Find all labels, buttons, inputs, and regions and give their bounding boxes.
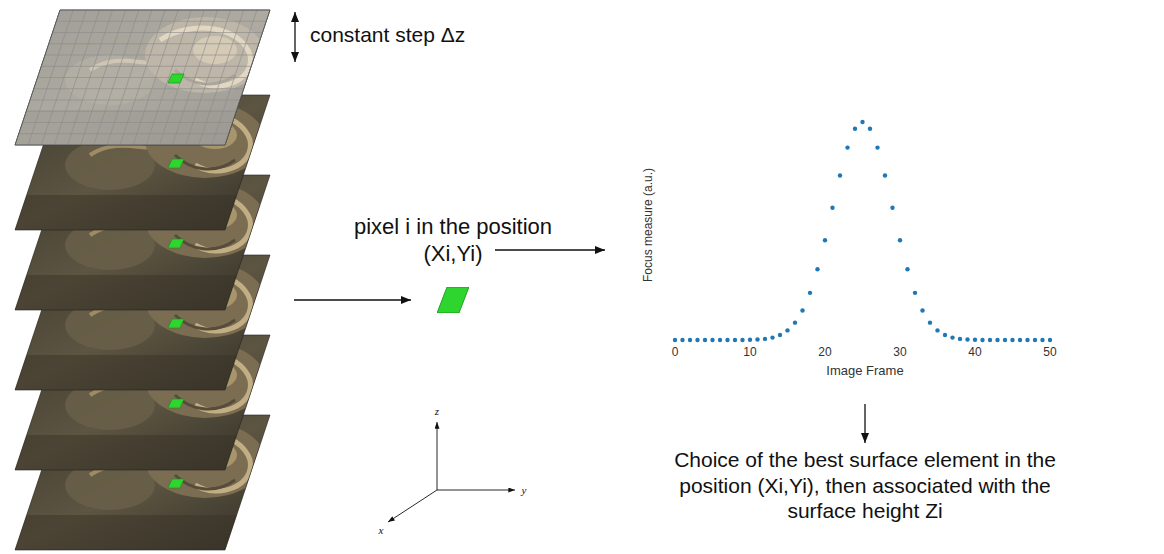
- axis-title: Focus measure (a.u.): [641, 168, 655, 282]
- focus-dot: [808, 291, 812, 295]
- grid-line: [186, 10, 231, 145]
- focus-dot: [770, 335, 774, 339]
- tick-label: 0: [672, 345, 679, 359]
- tick-label: 20: [818, 345, 831, 359]
- tick-label: 10: [743, 345, 756, 359]
- pixel-mark: [168, 74, 184, 83]
- grid-overlay: [15, 10, 270, 145]
- slice-outline: [15, 10, 270, 145]
- focus-dot: [958, 337, 962, 341]
- focus-dot: [913, 291, 917, 295]
- focus-dot: [868, 127, 872, 131]
- focus-dot: [725, 338, 729, 342]
- grid-line: [120, 10, 165, 145]
- pixel-grid: [15, 10, 270, 145]
- grid-line: [199, 10, 244, 145]
- focus-dot: [1048, 338, 1052, 342]
- flow-arrow: [495, 249, 605, 250]
- focus-dot: [815, 267, 819, 271]
- grid-line: [159, 10, 204, 145]
- pixel-shape: [437, 287, 469, 313]
- axis-letter: z: [435, 405, 439, 417]
- grid-line: [146, 10, 191, 145]
- image-stack: constant step Δz: [5, 5, 290, 550]
- axis-triad: [388, 422, 515, 522]
- focus-dot: [1003, 338, 1007, 342]
- focus-dot: [988, 338, 992, 342]
- grid-line: [94, 10, 139, 145]
- focus-dot: [793, 320, 797, 324]
- focus-dot: [928, 320, 932, 324]
- focus-dot: [1018, 338, 1022, 342]
- focus-dot: [838, 173, 842, 177]
- focus-dot: [965, 337, 969, 341]
- focus-dot: [673, 338, 677, 342]
- focus-dot: [935, 328, 939, 332]
- axis-letter: x: [379, 524, 384, 536]
- pixel-shape: [437, 287, 469, 313]
- grid-line: [28, 10, 73, 145]
- focus-dot: [688, 338, 692, 342]
- grid-line: [212, 10, 257, 145]
- image-slice: [0, 10, 280, 150]
- focus-dot: [800, 308, 804, 312]
- focus-dot: [1033, 338, 1037, 342]
- focus-dot: [845, 145, 849, 149]
- step-label: constant step Δz: [310, 23, 465, 47]
- focus-dot: [740, 338, 744, 342]
- flow-arrow: [864, 404, 865, 443]
- step-arrow: [294, 12, 295, 62]
- focus-dot: [1025, 338, 1029, 342]
- focus-curve: [673, 120, 1052, 342]
- focus-dot: [680, 338, 684, 342]
- focus-dot: [830, 206, 834, 210]
- focus-chart: Focus measure (a.u.) Image Frame: [625, 100, 1070, 400]
- pixel-label: pixel i in the position (Xi,Yi): [338, 214, 568, 267]
- focus-dot: [823, 238, 827, 242]
- grid-line: [68, 10, 113, 145]
- focus-dot: [763, 337, 767, 341]
- focus-dot: [995, 338, 999, 342]
- focus-dot: [755, 337, 759, 341]
- focus-dot: [703, 338, 707, 342]
- focus-dot: [748, 338, 752, 342]
- focus-dot: [920, 308, 924, 312]
- flow-arrow: [294, 299, 411, 300]
- focus-dot: [860, 120, 864, 124]
- axis-letter: y: [522, 484, 527, 496]
- focus-dot: [883, 173, 887, 177]
- focus-dot: [710, 338, 714, 342]
- focus-dot: [853, 127, 857, 131]
- gridded-slice: [0, 10, 280, 150]
- tick-label: 50: [1043, 345, 1056, 359]
- focus-dot: [718, 338, 722, 342]
- focus-dot: [695, 338, 699, 342]
- focus-dot: [898, 238, 902, 242]
- result-text: Choice of the best surface element in th…: [645, 447, 1085, 528]
- focus-dot: [973, 338, 977, 342]
- focus-dot: [785, 328, 789, 332]
- pixel-element: pixel i in the position (Xi,Yi): [437, 287, 469, 313]
- grid-line: [107, 10, 152, 145]
- tick-label: 40: [968, 345, 981, 359]
- grid-line: [41, 10, 86, 145]
- grid-line: [81, 10, 126, 145]
- focus-dot: [905, 267, 909, 271]
- focus-dot: [950, 335, 954, 339]
- tick-label: 30: [893, 345, 906, 359]
- focus-dot: [943, 333, 947, 337]
- focus-dot: [890, 206, 894, 210]
- focus-dot: [980, 338, 984, 342]
- focus-dot: [875, 145, 879, 149]
- focus-dot: [778, 333, 782, 337]
- focus-dot: [733, 338, 737, 342]
- axis-title: Image Frame: [826, 363, 903, 378]
- focus-dot: [1040, 338, 1044, 342]
- focus-dot: [1010, 338, 1014, 342]
- result-label: Choice of the best surface element in th…: [645, 447, 1085, 524]
- grid-line: [54, 10, 99, 145]
